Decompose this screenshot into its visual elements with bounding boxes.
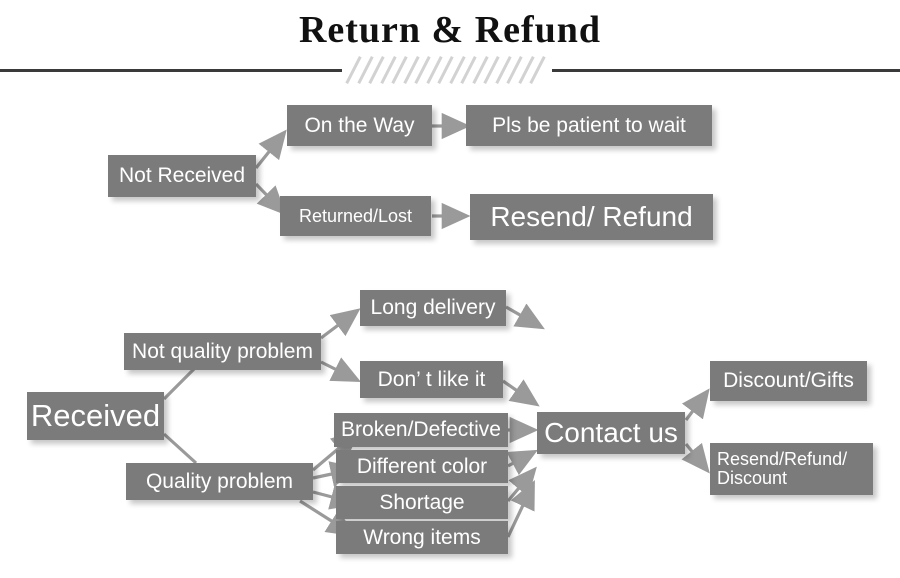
line-received-to-not-quality (162, 367, 196, 401)
line-received-to-quality (162, 432, 198, 465)
node-returned-lost[interactable]: Returned/Lost (280, 196, 431, 236)
divider-line-right (552, 69, 900, 72)
node-long-delivery[interactable]: Long delivery (360, 290, 506, 326)
arrow-contact-to-discount-gifts (681, 388, 710, 421)
node-on-the-way[interactable]: On the Way (287, 105, 432, 146)
node-resend-refund-discount[interactable]: Resend/Refund/ Discount (710, 443, 873, 495)
node-resend-refund[interactable]: Resend/ Refund (470, 194, 713, 240)
divider-hatch-pattern (345, 55, 548, 85)
outcome-line-1: Resend/Refund/ (717, 448, 848, 469)
arrow-wrong-items-to-contact (506, 479, 535, 538)
node-broken-defective[interactable]: Broken/Defective (334, 413, 508, 447)
arrow-not-received-to-returned-lost (254, 182, 287, 216)
arrow-different-color-to-contact (506, 449, 538, 476)
arrow-not-quality-to-long-delivery (320, 308, 361, 340)
node-dont-like-it[interactable]: Don’ t like it (360, 361, 503, 398)
arrow-contact-to-resend-refund-discount (681, 442, 710, 474)
arrow-long-delivery-to-contact (505, 303, 545, 330)
node-not-received[interactable]: Not Received (108, 155, 256, 197)
decorative-divider (0, 55, 900, 85)
arrow-shortage-to-contact (506, 466, 537, 503)
outcome-line-2: Discount (717, 468, 788, 488)
arrow-not-quality-to-dont-like (320, 357, 362, 383)
node-contact-us[interactable]: Contact us (537, 412, 685, 454)
node-quality-problem[interactable]: Quality problem (126, 463, 313, 500)
node-discount-gifts[interactable]: Discount/Gifts (710, 361, 867, 401)
node-received[interactable]: Received (27, 392, 164, 440)
arrow-dont-like-to-contact (502, 379, 540, 407)
arrow-not-received-to-on-the-way (254, 129, 287, 169)
node-not-quality-problem[interactable]: Not quality problem (124, 333, 321, 370)
page-title: Return & Refund (298, 9, 602, 51)
divider-line-left (0, 69, 342, 72)
node-shortage[interactable]: Shortage (336, 486, 508, 519)
node-pls-be-patient-to-wait[interactable]: Pls be patient to wait (466, 105, 712, 146)
node-different-color[interactable]: Different color (336, 450, 508, 483)
node-wrong-items[interactable]: Wrong items (336, 521, 508, 554)
